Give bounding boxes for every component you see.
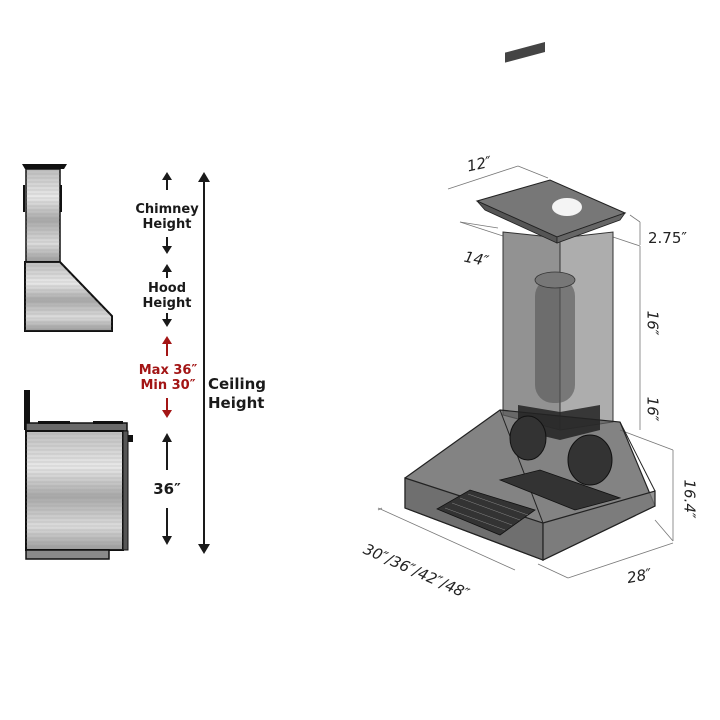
dim-chimney-upper: 16″ xyxy=(643,310,662,336)
hood-label-line2: Height xyxy=(142,296,192,311)
chimney-label-line2: Height xyxy=(142,217,192,232)
ceiling-label-line1: Ceiling xyxy=(208,375,267,393)
range-side-view xyxy=(24,390,133,560)
clearance-max: Max 36″ xyxy=(138,363,198,378)
dim-crown-height: 2.75″ xyxy=(648,229,688,247)
ceiling-label-line2: Height xyxy=(208,394,265,412)
ceiling-height-arrow xyxy=(198,172,210,554)
chimney-label-line1: Chimney xyxy=(135,202,199,217)
hood-body xyxy=(404,405,656,561)
dimension-lines xyxy=(377,165,674,579)
hood-height-arrows xyxy=(162,264,172,327)
clearance-min: Min 30″ xyxy=(140,378,196,393)
counter-height-arrows xyxy=(162,433,172,545)
hood-side-view xyxy=(22,164,113,332)
clearance-arrows xyxy=(162,336,172,418)
hood-height-label: Hood Height xyxy=(132,281,202,311)
counter-height-label: 36″ xyxy=(153,480,181,498)
dim-hood-height: 16.4″ xyxy=(680,479,699,519)
chimney-body xyxy=(502,231,614,431)
chimney-crown xyxy=(475,41,627,244)
chimney-height-arrows xyxy=(162,172,172,254)
chimney-height-label: Chimney Height xyxy=(132,202,202,232)
dim-chimney-lower: 16″ xyxy=(643,396,662,422)
clearance-label: Max 36″ Min 30″ xyxy=(132,363,204,393)
ceiling-height-label: Ceiling Height xyxy=(208,375,272,413)
hood-label-line1: Hood xyxy=(147,281,187,296)
